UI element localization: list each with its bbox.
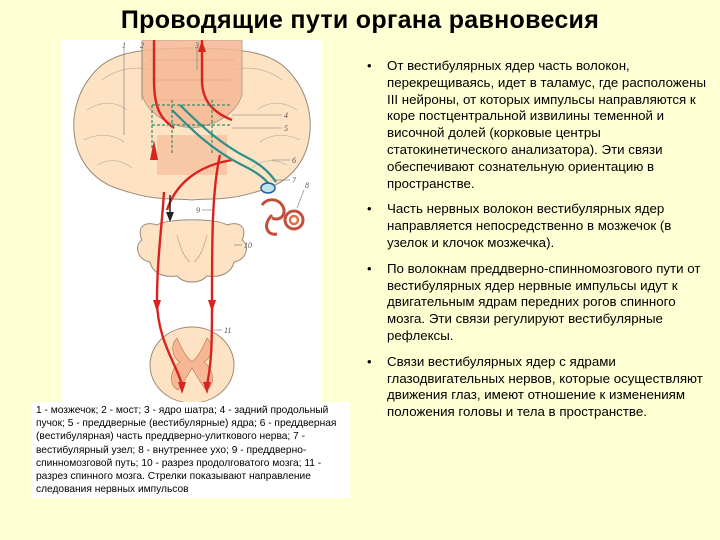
label-1: 1 xyxy=(122,41,126,50)
brainstem-cerebellum-section xyxy=(73,40,311,201)
figure-labels: 1 2 3 4 5 6 7 8 9 10 11 xyxy=(122,41,309,335)
bullet-list: От вестибулярных ядер часть волокон, пер… xyxy=(367,58,707,430)
label-5: 5 xyxy=(284,124,288,133)
label-11: 11 xyxy=(224,326,231,335)
label-2: 2 xyxy=(140,41,144,50)
bullet-item: Связи вестибулярных ядер с ядрами глазод… xyxy=(367,354,707,421)
figure-caption: 1 - мозжечок; 2 - мост; 3 - ядро шатра; … xyxy=(32,402,350,499)
downward-arrow xyxy=(166,195,174,222)
label-9: 9 xyxy=(196,206,200,215)
diagram-svg: 1 2 3 4 5 6 7 8 9 10 11 xyxy=(73,40,311,404)
leader-lines xyxy=(123,48,305,331)
vestibular-pathways-diagram: 1 2 3 4 5 6 7 8 9 10 11 xyxy=(62,40,322,420)
label-3: 3 xyxy=(194,41,199,50)
label-6: 6 xyxy=(292,156,296,165)
bullet-item: Часть нервных волокон вестибулярных ядер… xyxy=(367,201,707,251)
spinal-cord-section xyxy=(149,326,235,404)
bullet-item: По волокнам преддверно-спинномозгового п… xyxy=(367,261,707,345)
medulla-section xyxy=(137,219,247,283)
impulse-arrows xyxy=(150,40,216,394)
vestibular-ganglion xyxy=(260,182,276,194)
label-7: 7 xyxy=(292,176,297,185)
bullet-item: От вестибулярных ядер часть волокон, пер… xyxy=(367,58,707,192)
label-8: 8 xyxy=(305,181,309,190)
inner-ear-icon xyxy=(260,198,305,236)
label-10: 10 xyxy=(244,241,252,250)
slide-title: Проводящие пути органа равновесия xyxy=(120,6,600,34)
vestibular-nuclei-markers xyxy=(151,100,232,155)
label-4: 4 xyxy=(284,111,288,120)
vestibular-nerve xyxy=(171,104,277,189)
